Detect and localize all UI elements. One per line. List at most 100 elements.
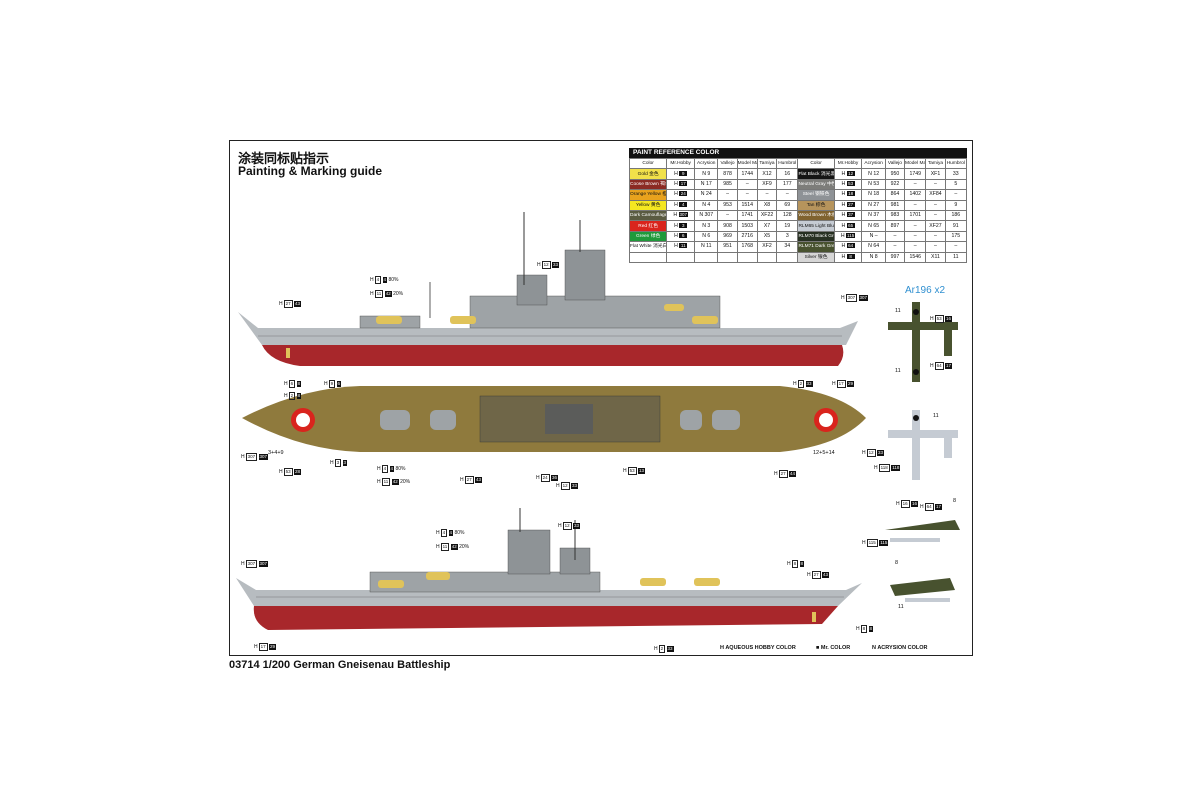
turret2-c	[694, 578, 720, 586]
deck-funnel	[545, 404, 593, 434]
plane1-fuselage	[912, 302, 920, 382]
deck-plan-view	[242, 386, 866, 452]
bridge-tower	[564, 249, 606, 301]
plane4-fuselage	[890, 578, 955, 596]
label-11-a: 11	[895, 308, 901, 314]
deck-turret-a	[712, 410, 740, 430]
paint-swatch: Silver 银色	[797, 251, 835, 263]
label-deck-right: 12+5+14	[813, 450, 835, 456]
turret2-a	[378, 580, 404, 588]
propeller	[286, 348, 290, 358]
turret-c	[376, 316, 402, 324]
plane1-wing	[888, 322, 958, 330]
deck-turret-c	[380, 410, 410, 430]
aircraft-label: Ar196 x2	[905, 285, 946, 296]
turret2-b	[640, 578, 666, 586]
plane4-floats	[905, 598, 950, 602]
turret-b	[450, 316, 476, 324]
side-view-starboard	[236, 508, 862, 630]
legend-aqueous: H AQUEOUS HOBBY COLOR	[720, 645, 796, 651]
title-english: Painting & Marking guide	[238, 164, 383, 178]
label-8-a: 8	[953, 498, 957, 504]
paint-humbrol: 11	[944, 251, 968, 263]
plane3-fuselage	[885, 520, 960, 530]
plane3-floats	[890, 538, 940, 542]
paint-row: Coose Brown 褐色色H 17N 17985–XF9177Neutral…	[628, 178, 968, 191]
paint-row: Orange Yellow 橙黄色H 24N 24––––Steel 钢铁色H …	[628, 189, 968, 201]
superstructure-main	[469, 295, 721, 329]
side-view-port	[238, 212, 858, 366]
deck-turret-a2	[680, 410, 702, 430]
footer-caption: 03714 1/200 German Gneisenau Battleship	[229, 659, 451, 671]
funnel	[516, 274, 548, 306]
plane2-wing	[888, 430, 958, 438]
hull-upper-grey	[238, 312, 858, 345]
aircraft-profiles	[885, 302, 960, 602]
plane2-fuselage	[912, 410, 920, 480]
label-11-d: 11	[898, 604, 904, 610]
turret-a2	[664, 304, 684, 311]
hull2-lower-red	[253, 606, 838, 630]
legend-acrysion: N ACRYSION COLOR	[872, 645, 928, 651]
superstructure2	[369, 571, 601, 593]
title-chinese: 涂装同标贴指示	[238, 151, 330, 166]
label-11-c: 11	[933, 413, 939, 419]
paint-mm: 1546	[904, 251, 927, 263]
paint-acrysion: N 8	[861, 251, 886, 263]
label-deck-left: 3+4+9	[268, 450, 284, 456]
deck-turret-b	[430, 410, 456, 430]
hull-lower-red	[262, 345, 844, 366]
turret-a	[692, 316, 718, 324]
propeller2	[812, 612, 816, 622]
turret2-a2	[426, 572, 450, 580]
paint-table-title: PAINT REFERENCE COLOR	[629, 148, 967, 158]
label-8-b: 8	[895, 560, 899, 566]
